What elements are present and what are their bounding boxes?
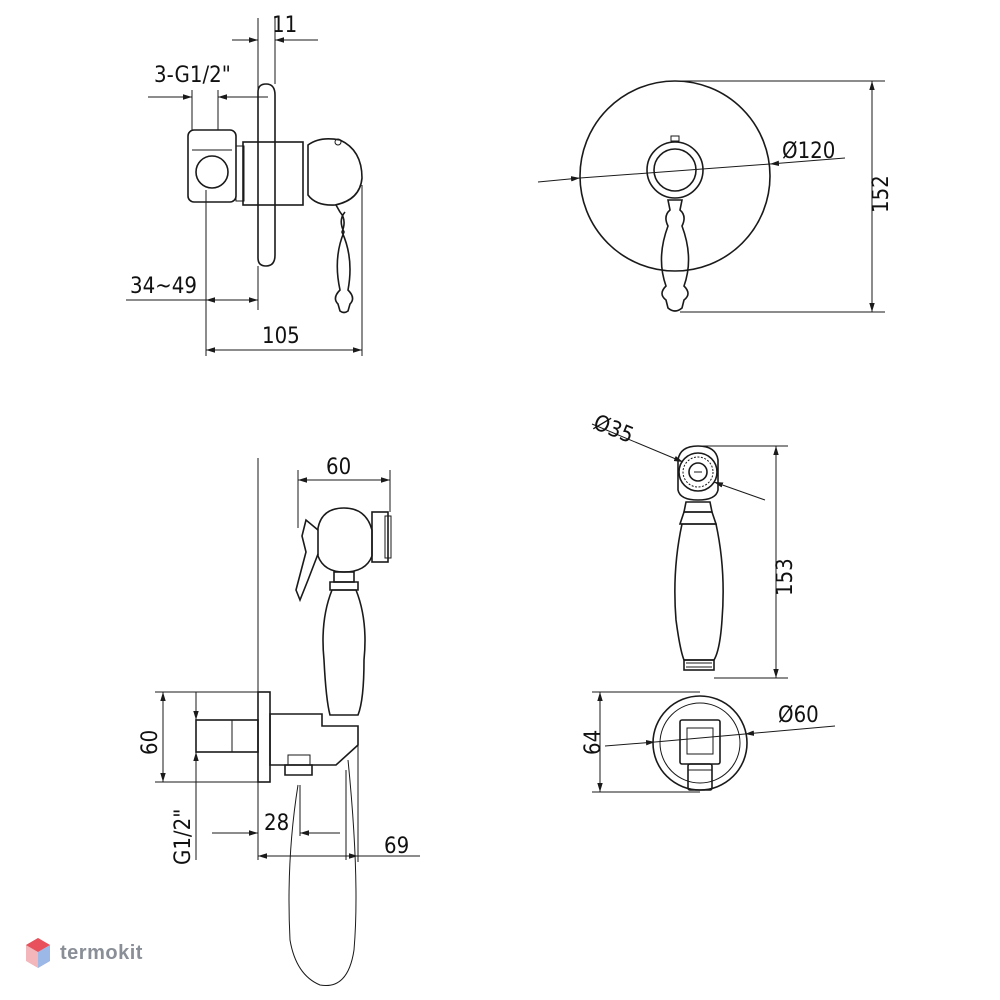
dim-28-label: 28 [264,811,289,836]
mixer-front-view [537,80,885,313]
dim-11-label: 11 [272,13,297,38]
dim-120-label: Ø120 [782,139,835,164]
dim-69-label: 69 [384,834,409,859]
dim-153-label: 153 [773,558,798,596]
hand-shower-top-view [591,423,788,679]
dim-60-diameter-label: Ø60 [778,703,819,728]
mixer-side-view [126,18,363,356]
elbow-front-view [592,691,836,793]
holder-side-view [155,458,420,987]
termokit-logo-icon [26,938,50,968]
watermark-text: termokit [60,941,143,964]
dim-thread-label: 3-G1/2" [154,63,231,88]
watermark: termokit [24,936,143,970]
dim-35-label: Ø35 [590,410,637,448]
dim-g12-label: G1/2" [171,809,196,865]
dim-width-60-label: 60 [326,455,351,480]
dim-height-60-label: 60 [138,730,163,755]
dim-152-label: 152 [869,175,894,213]
dim-64-label: 64 [581,730,606,755]
dim-105-label: 105 [262,324,300,349]
dim-depth-label: 34~49 [130,274,197,299]
